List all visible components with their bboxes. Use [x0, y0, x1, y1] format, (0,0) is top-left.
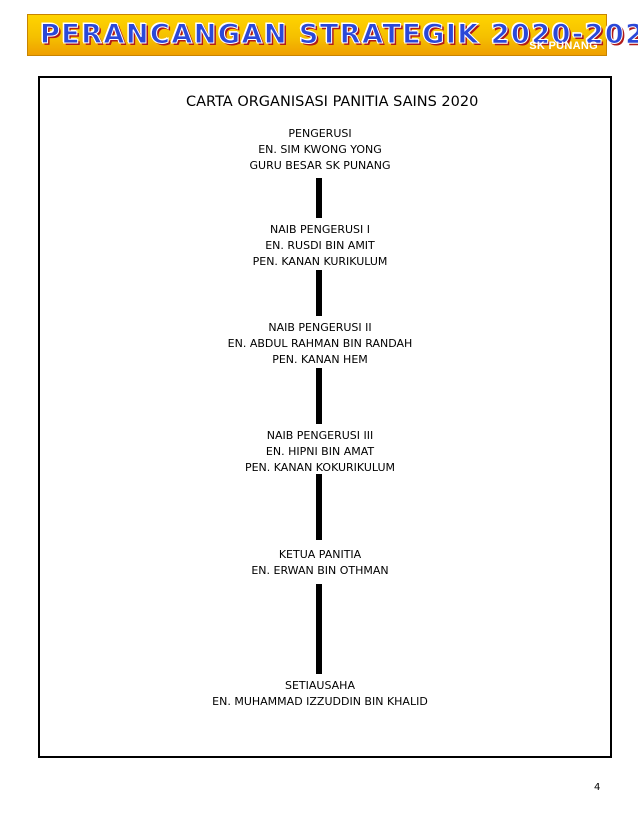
document-title: CARTA ORGANISASI PANITIA SAINS 2020: [186, 94, 479, 110]
node-role: PENGERUSI: [288, 127, 352, 140]
node-position: GURU BESAR SK PUNANG: [249, 159, 391, 172]
org-node-vice-chairman-3: NAIB PENGERUSI III EN. HIPNI BIN AMAT PE…: [170, 428, 470, 476]
connector-line: [316, 270, 322, 316]
node-position: PEN. KANAN KOKURIKULUM: [244, 461, 396, 474]
node-role: KETUA PANITIA: [278, 548, 362, 561]
org-node-vice-chairman-1: NAIB PENGERUSI I EN. RUSDI BIN AMIT PEN.…: [170, 222, 470, 270]
node-name: EN. ERWAN BIN OTHMAN: [251, 564, 389, 577]
node-position: PEN. KANAN KURIKULUM: [252, 255, 388, 268]
node-role: SETIAUSAHA: [285, 679, 355, 692]
node-name: EN. SIM KWONG YONG: [258, 143, 382, 156]
connector-line: [316, 474, 322, 540]
node-name: EN. MUHAMMAD IZZUDDIN BIN KHALID: [212, 695, 428, 708]
node-role: NAIB PENGERUSI II: [268, 321, 372, 334]
node-position: PEN. KANAN HEM: [272, 353, 368, 366]
node-name: EN. ABDUL RAHMAN BIN RANDAH: [227, 337, 413, 350]
content-frame: [38, 76, 612, 758]
node-role: NAIB PENGERUSI I: [270, 223, 370, 236]
org-node-chairman: PENGERUSI EN. SIM KWONG YONG GURU BESAR …: [170, 126, 470, 174]
node-role: NAIB PENGERUSI III: [266, 429, 374, 442]
org-node-vice-chairman-2: NAIB PENGERUSI II EN. ABDUL RAHMAN BIN R…: [170, 320, 470, 368]
node-name: EN. HIPNI BIN AMAT: [265, 445, 375, 458]
school-name: SK PUNANG: [529, 40, 598, 52]
connector-line: [316, 178, 322, 218]
connector-line: [316, 368, 322, 424]
org-node-secretary: SETIAUSAHA EN. MUHAMMAD IZZUDDIN BIN KHA…: [170, 678, 470, 710]
connector-line: [316, 584, 322, 674]
banner-title: PERANCANGAN STRATEGIK 2020-2022: [40, 19, 638, 51]
org-node-head-of-panel: KETUA PANITIA EN. ERWAN BIN OTHMAN: [170, 547, 470, 579]
page-number: 4: [594, 782, 601, 793]
header-banner: PERANCANGAN STRATEGIK 2020-2022 SK PUNAN…: [27, 14, 638, 56]
node-name: EN. RUSDI BIN AMIT: [265, 239, 375, 252]
